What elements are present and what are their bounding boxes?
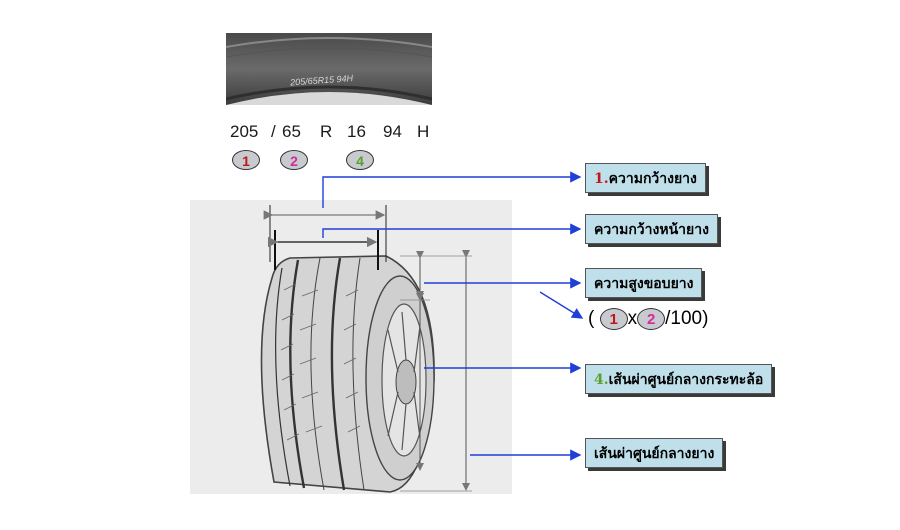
tire-illustration — [190, 200, 512, 494]
formula-badge-2: 2 — [637, 308, 666, 330]
label-sidewall-height-text: ความสูงขอบยาง — [594, 276, 694, 292]
label-tread-width-text: ความกว้างหน้ายาง — [594, 222, 709, 238]
code-aspect: 65 — [282, 122, 301, 141]
formula-times: x — [627, 308, 638, 330]
formula-tail: /100) — [665, 308, 709, 330]
label-tire-width-text: ความกว้างยาง — [608, 171, 697, 187]
badge-4: 4 — [346, 150, 374, 170]
label-rim-diameter: 4.เส้นผ่าศูนย์กลางกระทะล้อ — [585, 364, 773, 394]
label-rim-diameter-text: เส้นผ่าศูนย์กลางกระทะล้อ — [608, 372, 764, 388]
code-separator: / — [271, 122, 276, 141]
badge-1: 1 — [232, 150, 260, 170]
label-tire-diameter: เส้นผ่าศูนย์กลางยาง — [585, 438, 724, 468]
label-rim-diameter-number: 4. — [594, 372, 609, 388]
code-load: 94 — [383, 122, 402, 141]
code-speed: H — [417, 122, 430, 141]
label-tread-width: ความกว้างหน้ายาง — [585, 214, 718, 244]
code-width: 205 — [230, 122, 259, 141]
formula-badge-1: 1 — [599, 308, 628, 330]
label-sidewall-height: ความสูงขอบยาง — [585, 268, 703, 298]
code-construction: R — [320, 122, 333, 141]
badge-2: 2 — [280, 150, 308, 170]
label-tire-diameter-text: เส้นผ่าศูนย์กลางยาง — [594, 446, 715, 462]
code-rim: 16 — [347, 122, 366, 141]
label-tire-width: 1.ความกว้างยาง — [585, 163, 706, 193]
sidewall-text: 205/65R15 94H — [289, 73, 354, 87]
tire-sidewall-photo: 205/65R15 94H — [226, 33, 432, 105]
label-tire-width-number: 1. — [594, 171, 609, 187]
formula-open: ( — [588, 308, 595, 330]
